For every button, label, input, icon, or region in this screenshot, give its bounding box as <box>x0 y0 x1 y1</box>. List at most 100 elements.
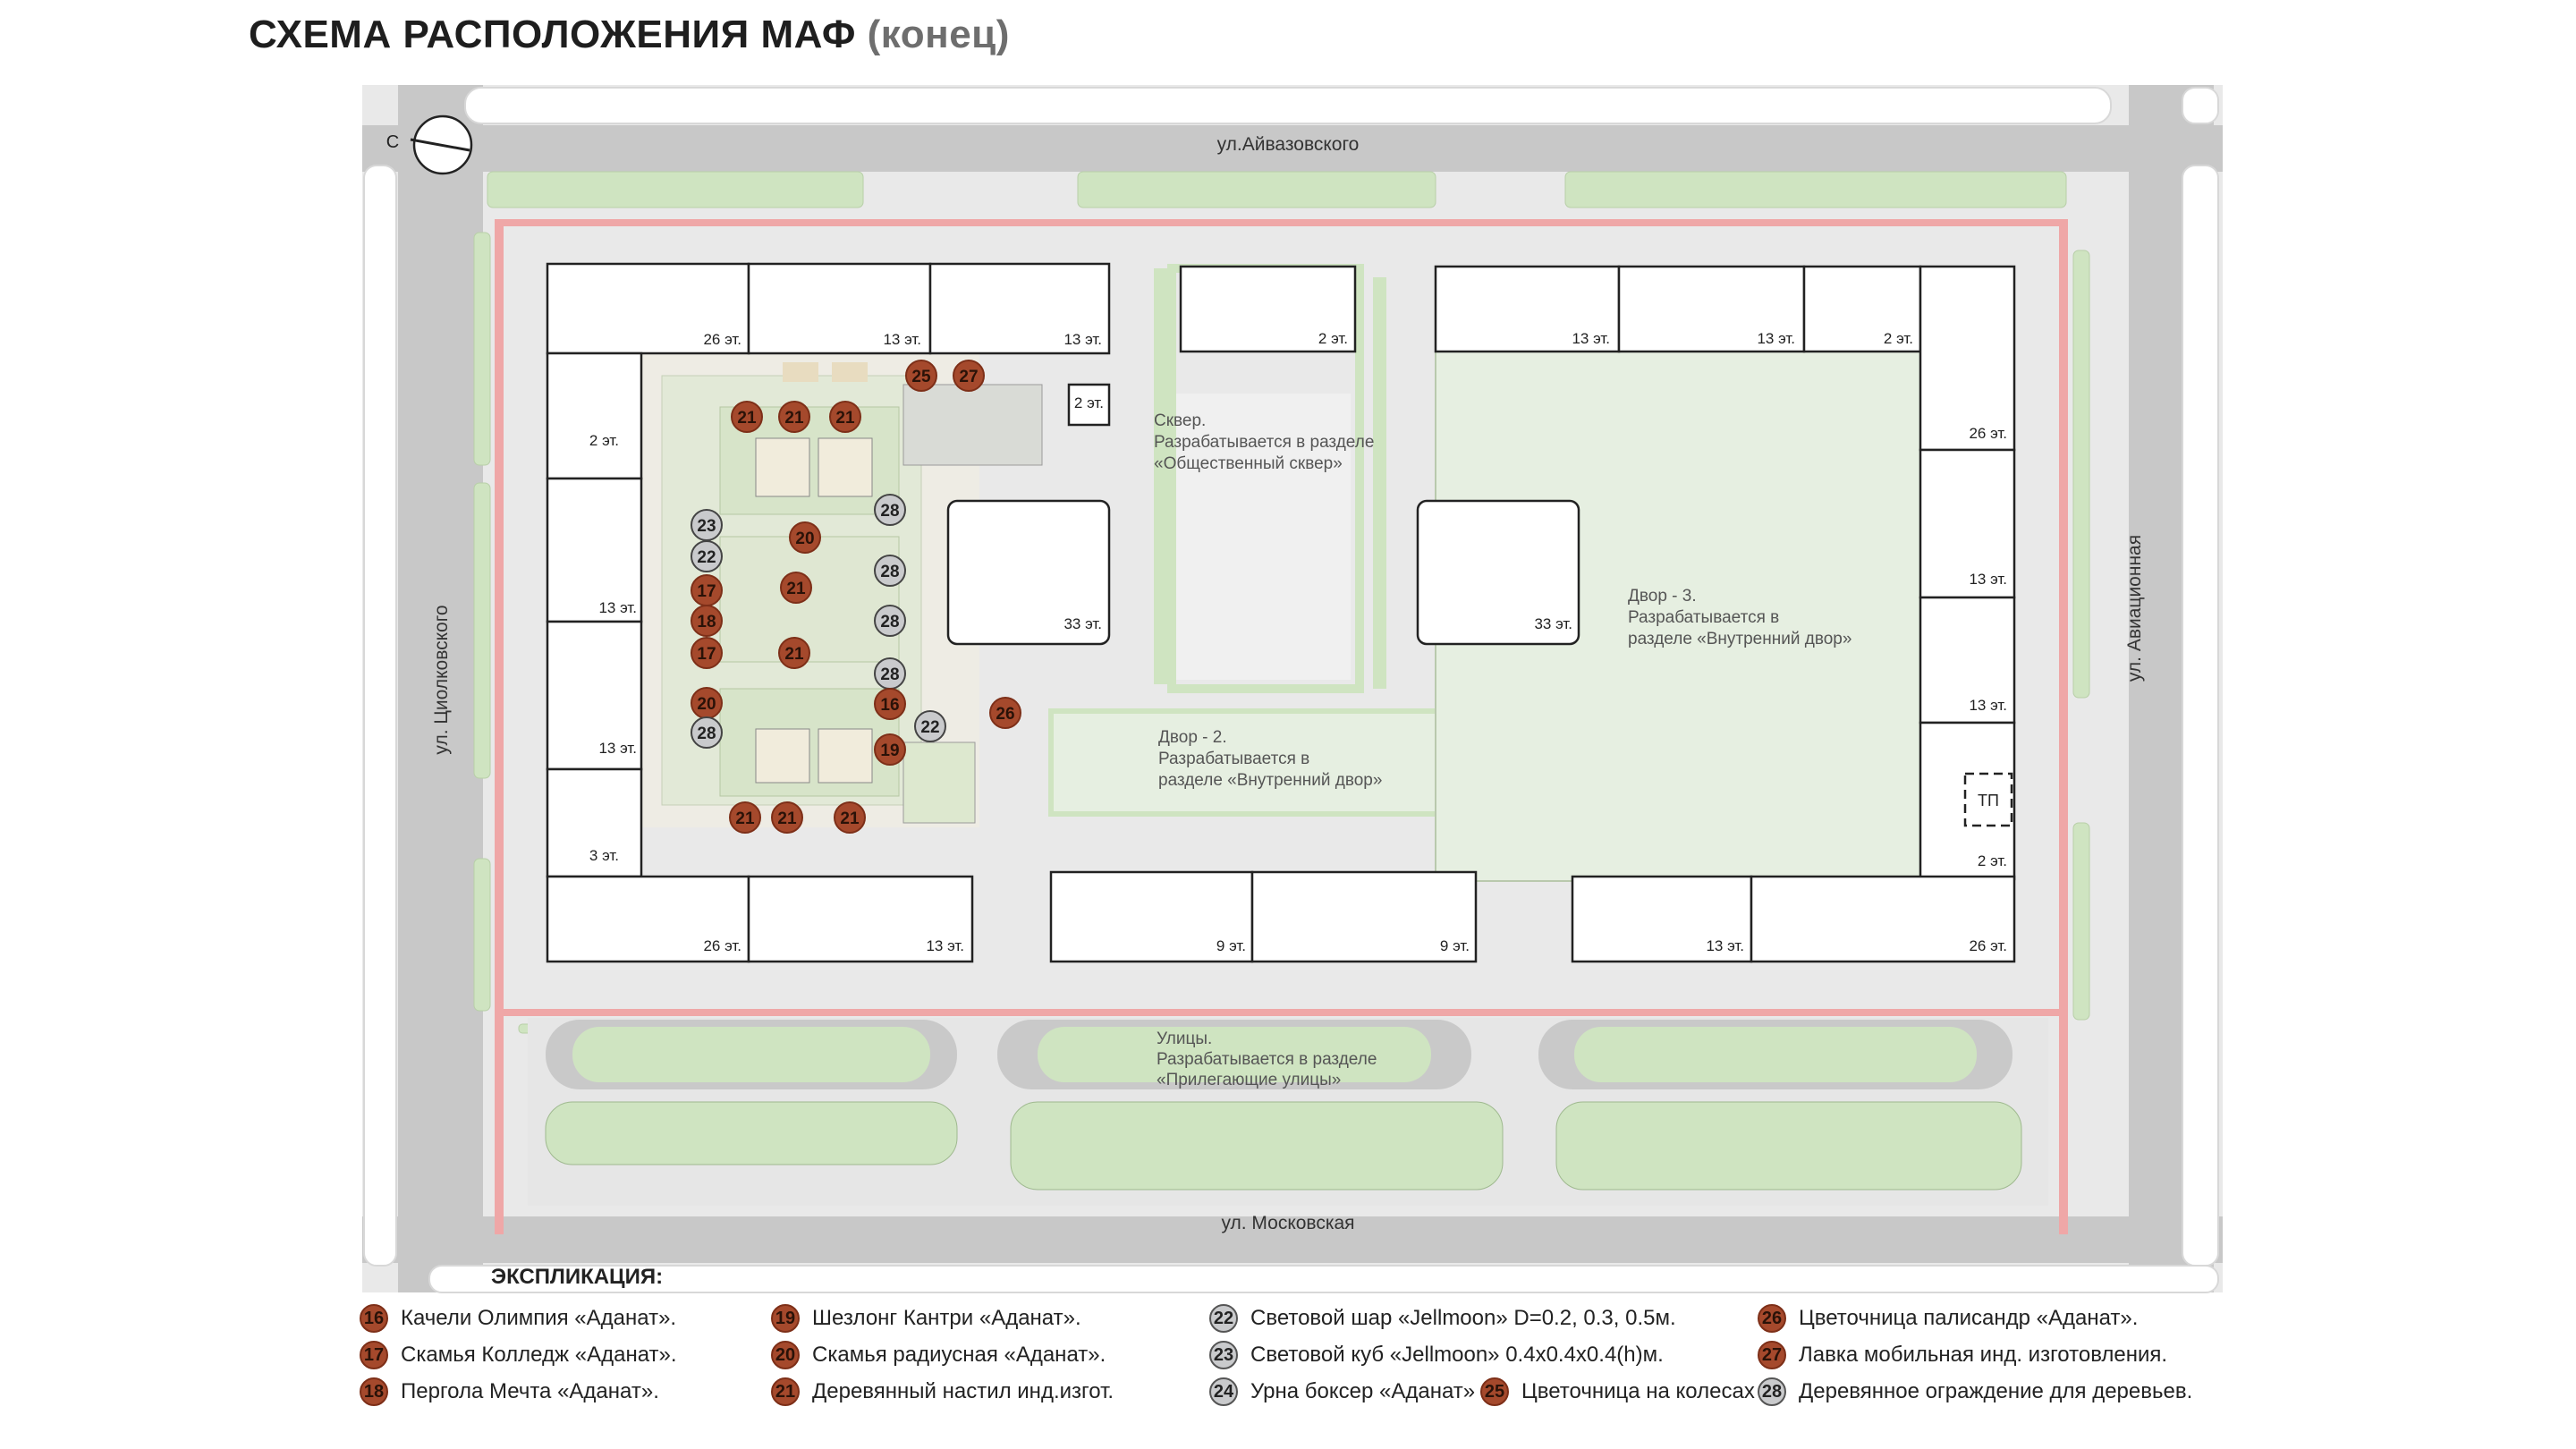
legend-badge: 27 <box>1758 1341 1786 1369</box>
marker-17: 17 <box>691 637 723 669</box>
marker-number: 17 <box>697 645 716 664</box>
marker-number: 28 <box>880 665 899 684</box>
marker-number: 22 <box>697 548 716 567</box>
yard-1 <box>640 353 1043 827</box>
marker-21: 21 <box>729 801 761 834</box>
marker-28: 28 <box>874 657 906 690</box>
legend-text: Скамья Колледж «Аданат». <box>401 1343 677 1367</box>
square-label-1: Сквер. <box>1154 411 1206 430</box>
marker-20: 20 <box>789 521 821 554</box>
floors-b1: 26 эт. <box>703 331 741 348</box>
marker-19: 19 <box>874 733 906 766</box>
yard2-label-1: Двор - 2. <box>1158 728 1227 747</box>
legend-text: Деревянный настил инд.изгот. <box>812 1379 1114 1403</box>
yard3-label-3: разделе «Внутренний двор» <box>1628 630 1852 648</box>
floors-b19: 26 эт. <box>1969 425 2007 442</box>
marker-28: 28 <box>874 555 906 587</box>
floors-b9: 26 эт. <box>703 937 741 954</box>
marker-21: 21 <box>778 401 810 433</box>
legend-badge: 25 <box>1480 1377 1509 1406</box>
legend-title: ЭКСПЛИКАЦИЯ: <box>491 1265 664 1289</box>
street-labels: ул.Айвазовского ул. Московская ул. Циолк… <box>431 134 2145 1233</box>
south-parking <box>528 1018 2048 1206</box>
legend-badge: 26 <box>1758 1304 1786 1333</box>
marker-number: 16 <box>880 696 899 715</box>
floors-b4: 2 эт. <box>1074 394 1104 411</box>
legend-badge: 18 <box>360 1377 388 1406</box>
street-north: ул.Айвазовского <box>1217 134 1360 155</box>
marker-number: 21 <box>835 409 855 428</box>
marker-number: 20 <box>697 695 716 714</box>
marker-number: 28 <box>880 613 899 631</box>
legend-text: Качели Олимпия «Аданат». <box>401 1306 677 1330</box>
marker-number: 21 <box>786 580 806 598</box>
legend-badge: 16 <box>360 1304 388 1333</box>
marker-18: 18 <box>691 605 723 637</box>
legend-text: Цветочница на колесах <box>1521 1379 1755 1403</box>
outer-blocks <box>363 87 2219 1293</box>
floors-b22: 2 эт. <box>1978 852 2007 869</box>
yard3-label-2: Разрабатывается в <box>1628 608 1779 627</box>
legend-text: Световой куб «Jellmoon» 0.4х0.4х0.4(h)м. <box>1250 1343 1664 1367</box>
legend-item-25: 25 Цветочница на колесах <box>1480 1377 1755 1407</box>
yard3-label-1: Двор - 3. <box>1628 587 1697 606</box>
floors-b10: 13 эт. <box>926 937 964 954</box>
street-south: ул. Московская <box>1221 1213 1354 1233</box>
zone-labels: Сквер. Разрабатывается в разделе «Общест… <box>1154 411 1852 1089</box>
marker-number: 28 <box>697 724 716 743</box>
floors-b7: 13 эт. <box>598 740 637 757</box>
marker-28: 28 <box>874 605 906 637</box>
marker-number: 23 <box>697 517 716 536</box>
square <box>1154 264 1386 693</box>
marker-28: 28 <box>874 494 906 526</box>
floors-b11: 33 эт. <box>1063 615 1102 632</box>
floors-b15: 13 эт. <box>1572 330 1610 347</box>
floor-labels: 26 эт. 13 эт. 13 эт. 2 эт. 2 эт. 13 эт. … <box>589 330 2007 954</box>
marker-number: 22 <box>920 718 939 737</box>
marker-number: 21 <box>784 645 804 664</box>
compass-label: С <box>386 132 399 152</box>
square-label-2: Разрабатывается в разделе <box>1154 433 1374 452</box>
floors-b6: 13 эт. <box>598 599 637 616</box>
marker-number: 21 <box>777 809 797 828</box>
title-main: СХЕМА РАСПОЛОЖЕНИЯ МАФ <box>249 13 856 56</box>
transformer-substation <box>1963 772 2013 827</box>
legend-item-16: 16 Качели Олимпия «Аданат». <box>360 1303 676 1334</box>
marker-21: 21 <box>829 401 861 433</box>
marker-number: 28 <box>880 563 899 581</box>
street-east: ул. Авиационная <box>2124 535 2145 682</box>
floors-b21: 13 эт. <box>1969 697 2007 714</box>
marker-21: 21 <box>731 401 763 433</box>
page-title: СХЕМА РАСПОЛОЖЕНИЯ МАФ (конец) <box>249 13 1010 57</box>
floors-b17: 2 эт. <box>1884 330 1913 347</box>
square-label-3: «Общественный сквер» <box>1154 454 1343 473</box>
floors-b14: 9 эт. <box>1440 937 1470 954</box>
marker-number: 21 <box>784 409 804 428</box>
street-west: ул. Циолковского <box>431 605 452 754</box>
marker-number: 19 <box>880 741 899 760</box>
marker-number: 21 <box>737 409 757 428</box>
marker-22: 22 <box>691 540 723 572</box>
yard2-label-2: Разрабатывается в <box>1158 750 1309 768</box>
legend-badge: 22 <box>1209 1304 1238 1333</box>
legend-text: Шезлонг Кантри «Аданат». <box>812 1306 1081 1330</box>
floors-b23: 13 эт. <box>1706 937 1744 954</box>
legend-badge: 28 <box>1758 1377 1786 1406</box>
legend-text: Цветочница палисандр «Аданат». <box>1799 1306 2139 1330</box>
marker-number: 27 <box>959 368 978 386</box>
legend-text: Лавка мобильная инд. изготовления. <box>1799 1343 2168 1367</box>
yard2-label-3: разделе «Внутренний двор» <box>1158 771 1382 790</box>
streets-label-2: Разрабатывается в разделе <box>1157 1050 1377 1069</box>
marker-27: 27 <box>953 360 985 392</box>
marker-20: 20 <box>691 687 723 719</box>
floors-b3: 13 эт. <box>1063 331 1102 348</box>
floors-b8: 3 эт. <box>589 847 619 864</box>
legend-badge: 24 <box>1209 1377 1238 1406</box>
bike-paths <box>495 219 2068 1234</box>
marker-17: 17 <box>691 574 723 606</box>
floors-b18: 33 эт. <box>1534 615 1572 632</box>
